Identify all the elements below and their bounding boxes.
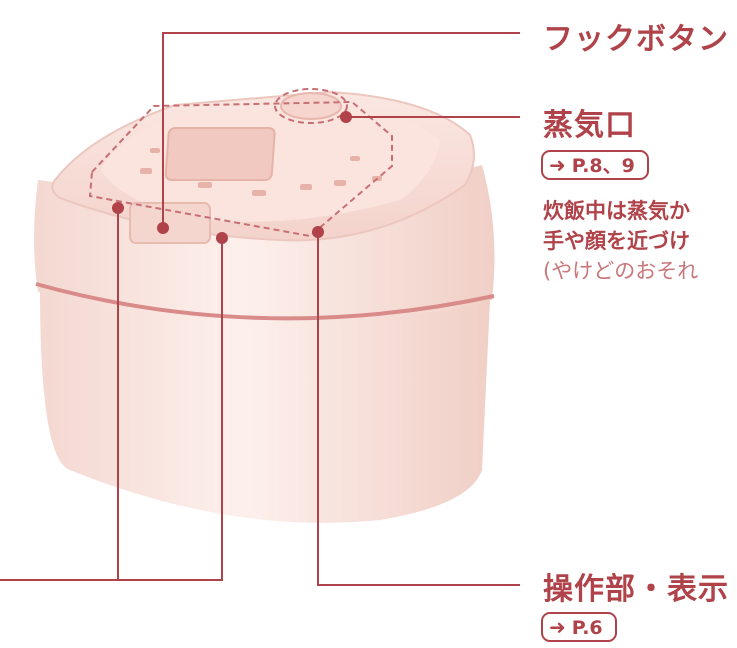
right-arrow-icon: ➜ [549,153,566,177]
steam-vent-note: 炊飯中は蒸気か 手や顔を近づけ (やけどのおそれ [543,196,698,286]
cooker-seam [35,282,495,321]
steam-vent-page-ref[interactable]: ➜P.8、9 [541,150,649,180]
display-window [164,127,276,181]
hook-button-shape [129,202,211,244]
control-panel-page-ref[interactable]: ➜P.6 [541,612,617,642]
steam-note-line-3: (やけどのおそれ [543,259,699,283]
cooker-lower-body [40,290,490,523]
leader-lines [0,32,520,586]
steam-vent-shape [280,92,342,120]
steam-vent-outline [274,88,348,124]
control-buttons [140,148,382,196]
leader-dots [112,111,352,244]
steam-vent-label: 蒸気口 [543,108,636,143]
right-arrow-icon: ➜ [549,615,566,639]
control-area-outline [88,100,393,238]
control-ref-text: P.6 [571,617,603,639]
hook-button-label: フックボタン [543,22,729,57]
steam-note-line-1: 炊飯中は蒸気か [543,199,690,223]
steam-ref-text: P.8、9 [571,155,635,177]
steam-note-line-2: 手や顔を近づけ [543,229,690,253]
control-panel-label: 操作部・表示 [543,572,729,607]
